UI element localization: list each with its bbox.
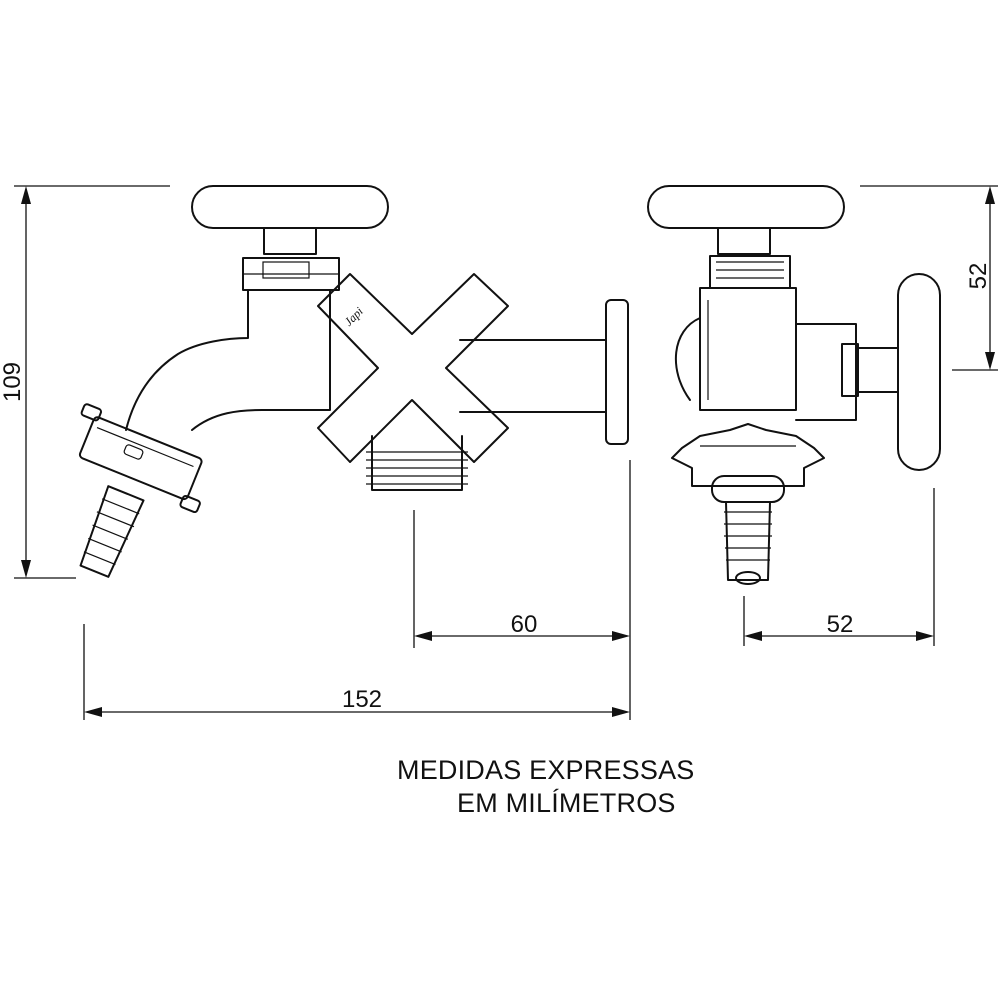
side-view-faucet	[647, 185, 941, 585]
front-bonnet-nut	[242, 257, 340, 291]
side-vertical-handle	[897, 273, 941, 471]
units-note-line-1: MEDIDAS EXPRESSAS	[397, 755, 695, 785]
side-handle-stem	[717, 227, 771, 255]
front-handle-bar	[191, 185, 389, 229]
front-wall-flange	[605, 299, 629, 445]
side-handle-bar	[647, 185, 845, 229]
front-hose-coupling	[78, 403, 203, 514]
front-wall-pipe	[459, 339, 607, 413]
side-nozzle	[725, 501, 771, 581]
front-threaded-outlet	[371, 435, 463, 491]
side-valve-boss	[795, 323, 857, 421]
dimension-lines	[14, 185, 998, 720]
side-faucet-body	[699, 287, 797, 411]
side-nozzle-collar	[711, 475, 785, 503]
side-coupling-nut	[671, 423, 825, 487]
dim-label-height-total: 109	[0, 362, 26, 402]
front-view-faucet: Japi	[78, 185, 629, 578]
front-handle-stem	[263, 227, 317, 255]
front-cross-handle	[317, 273, 509, 463]
front-hose-nozzle	[79, 485, 145, 578]
front-faucet-body	[125, 289, 249, 431]
front-brand-logo: Japi	[341, 304, 366, 329]
units-note-line-2: EM MILÍMETROS	[457, 788, 676, 818]
dim-label-wall-depth: 60	[511, 611, 538, 638]
side-bonnet-nut	[709, 255, 791, 289]
dim-label-side-width: 52	[827, 611, 854, 638]
dim-label-overall-length: 152	[342, 686, 382, 713]
dim-label-height-handle: 52	[965, 263, 992, 290]
